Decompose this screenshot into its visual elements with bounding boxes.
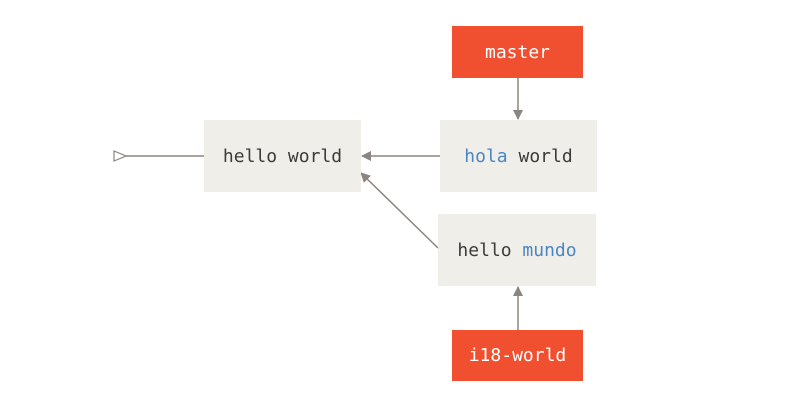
commit-hello-world: hello world [204,120,361,192]
commit-hello-mundo: hello mundo [438,214,596,286]
branch-master: master [452,26,583,78]
commit-word: world [518,145,573,167]
branch-i18-world-label: i18-world [468,345,567,366]
commit-word: world [287,145,343,167]
branch-i18-world: i18-world [452,330,583,381]
edge-mundo-to-base [360,172,439,249]
commit-hola-world: hola world [440,120,597,192]
commit-word: hello [222,145,278,167]
commit-word: hello [457,239,512,261]
commit-word-changed: hola [464,145,508,167]
branch-master-label: master [484,41,551,63]
commit-word-changed: mundo [522,239,577,261]
